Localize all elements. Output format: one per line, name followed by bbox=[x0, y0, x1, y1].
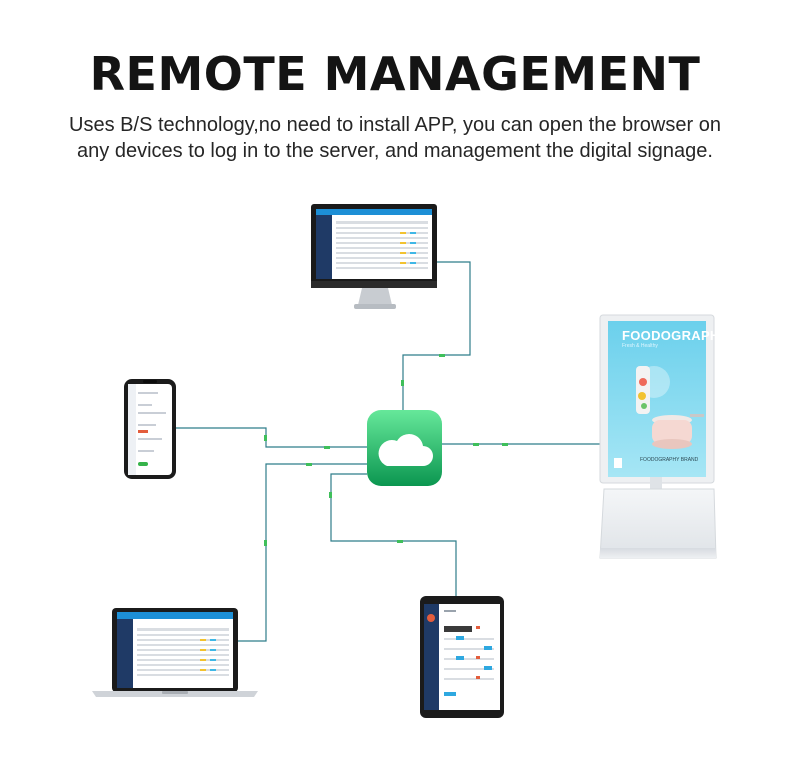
kiosk-footer-text: FOODOGRAPHY BRAND bbox=[640, 457, 698, 463]
line-tablet bbox=[331, 474, 456, 596]
laptop-device bbox=[92, 608, 258, 697]
line-phone bbox=[175, 428, 367, 447]
cloud-server-icon bbox=[367, 410, 442, 486]
tablet-device bbox=[420, 596, 504, 718]
monitor-device bbox=[311, 204, 437, 309]
kiosk-brand-text: FOODOGRAPHY. bbox=[622, 328, 731, 343]
smartphone-device bbox=[124, 379, 176, 479]
kiosk-tagline: Fresh & Healthy bbox=[622, 343, 658, 349]
food-icon bbox=[636, 366, 650, 414]
line-laptop bbox=[237, 464, 367, 641]
kiosk-device bbox=[600, 315, 716, 558]
